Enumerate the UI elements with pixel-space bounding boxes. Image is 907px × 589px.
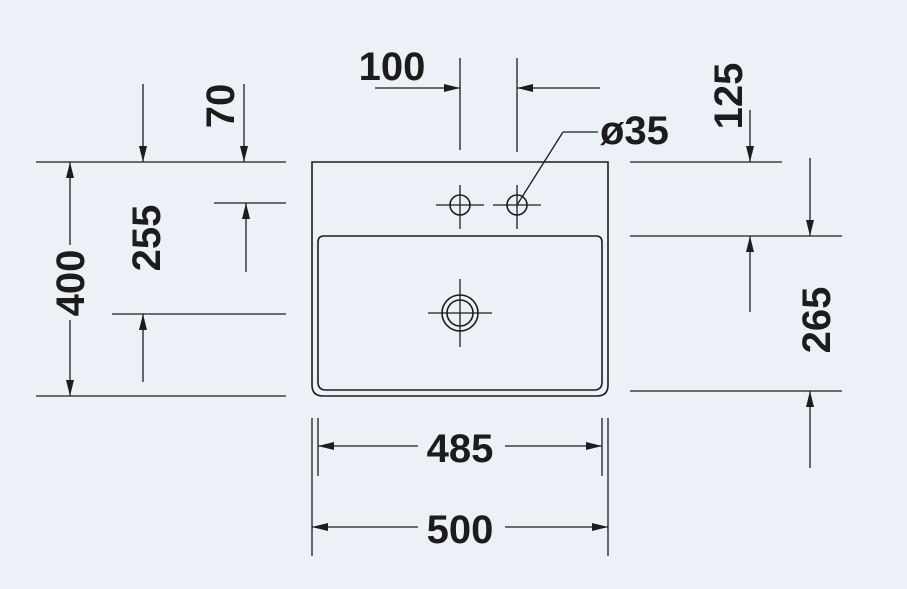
dim-label-255: 255 (125, 205, 169, 272)
dimension-125: 125 (707, 63, 814, 236)
dimension-100: 100 (359, 45, 600, 152)
dimension-255: 255 (125, 203, 250, 382)
dim-label-70: 70 (199, 84, 243, 129)
dim-label-265: 265 (795, 287, 839, 354)
dim-label-100: 100 (359, 45, 426, 89)
dim-label-400: 400 (49, 250, 93, 317)
dimension-485: 485 (317, 418, 603, 476)
dim-label-125: 125 (707, 63, 751, 130)
dim-label-500: 500 (427, 508, 494, 552)
basin-outline (311, 161, 609, 397)
tap-hole-right (493, 185, 541, 229)
dimension-500: 500 (311, 418, 609, 556)
tap-hole-left (436, 185, 484, 229)
drain-outlet (428, 279, 492, 347)
basin-inner-bowl (317, 235, 603, 391)
dimension-70: 70 (139, 84, 248, 162)
dimension-265: 265 (746, 236, 839, 468)
dimension-diameter: ø35 (516, 109, 669, 206)
dim-label-485: 485 (427, 427, 494, 471)
basin-outer-edge (311, 161, 609, 397)
dim-label-diameter: ø35 (600, 109, 669, 153)
dimension-400: 400 (49, 162, 93, 396)
